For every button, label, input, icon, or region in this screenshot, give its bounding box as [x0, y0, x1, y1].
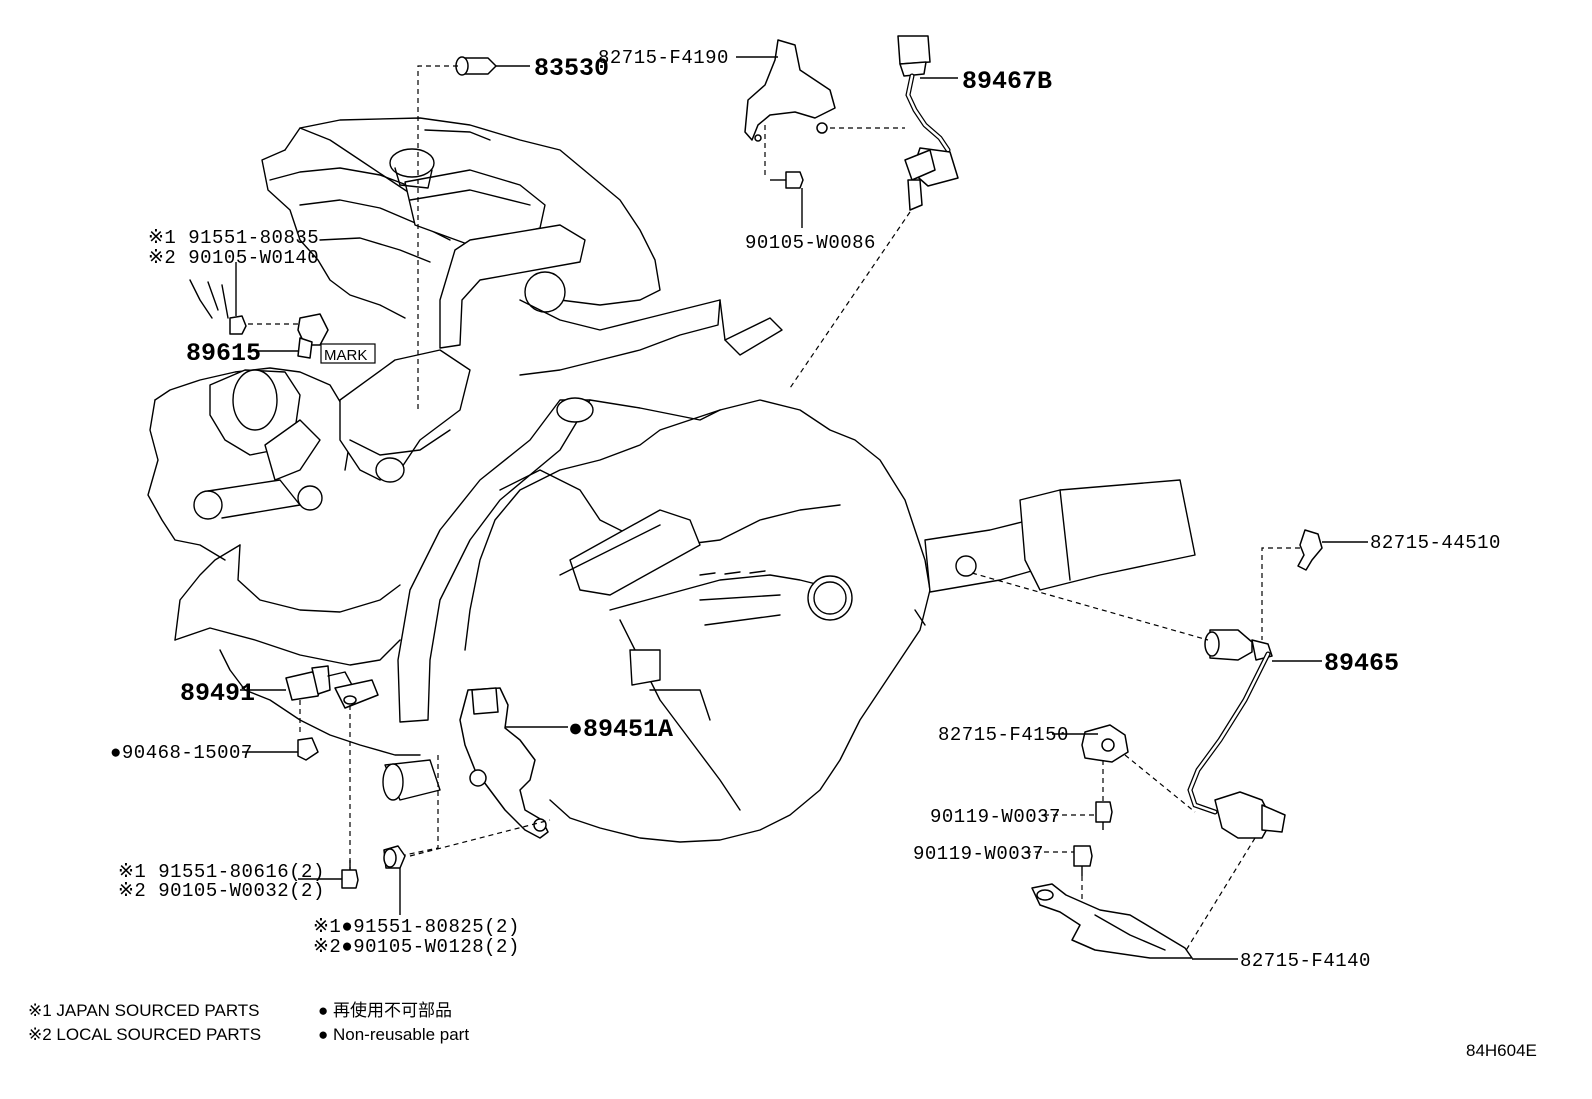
- speed-sensor-89491: [240, 665, 379, 870]
- part-number-91551-80835: ※1 91551-80835: [148, 227, 319, 249]
- oil-pressure-switch-83530: [417, 56, 530, 412]
- oxygen-sensor-89465: [971, 572, 1322, 953]
- bracket-82715-F4140: [1031, 883, 1238, 960]
- part-number-91551-80825: ※1●91551-80825(2): [313, 916, 520, 938]
- part-number-83530: 83530: [534, 54, 609, 83]
- legend-non-reusable-en: ● Non-reusable part: [318, 1025, 469, 1044]
- bolt-90105-W0086: [764, 125, 804, 228]
- bolt-91551-80825: [383, 845, 406, 915]
- bolt-91551-80616: [298, 860, 359, 889]
- part-number-89465: 89465: [1324, 649, 1399, 678]
- air-fuel-ratio-sensor-89467B: [789, 35, 959, 389]
- legend-non-reusable-jp: ● 再使用不可部品: [318, 1000, 452, 1020]
- part-number-82715-44510: 82715-44510: [1370, 532, 1501, 554]
- part-number-82715-F4150: 82715-F4150: [938, 724, 1069, 746]
- part-number-89451A: ●89451A: [568, 715, 673, 744]
- part-number-90105-W0128: ※2●90105-W0128(2): [313, 936, 520, 958]
- engine-assembly-drawing: [147, 117, 1196, 843]
- part-number-89615: 89615: [186, 339, 261, 368]
- part-number-89491: 89491: [180, 679, 255, 708]
- part-number-91551-80616: ※1 91551-80616(2): [118, 861, 325, 883]
- part-number-90468-15007: ●90468-15007: [110, 742, 253, 764]
- part-number-90105-W0086: 90105-W0086: [745, 232, 876, 254]
- legend-local-sourced: ※2 LOCAL SOURCED PARTS: [28, 1025, 261, 1044]
- mark-label: MARK: [324, 347, 367, 364]
- clip-82715-44510: [1261, 529, 1368, 640]
- part-number-90119-W0037-b: 90119-W0037: [913, 843, 1044, 865]
- bracket-82715-F4190: [736, 39, 905, 142]
- part-number-90105-W0032: ※2 90105-W0032(2): [118, 880, 325, 902]
- part-number-90119-W0037-a: 90119-W0037: [930, 806, 1061, 828]
- part-number-82715-F4190: 82715-F4190: [598, 47, 729, 69]
- clip-90468-15007: [242, 737, 319, 761]
- legend-japan-sourced: ※1 JAPAN SOURCED PARTS: [28, 1001, 260, 1020]
- bracket-82715-F4150: [1052, 724, 1196, 813]
- knock-sensor-89615: [189, 262, 376, 364]
- neutral-start-switch-89451A: [399, 687, 568, 857]
- part-number-82715-F4140: 82715-F4140: [1240, 950, 1371, 972]
- diagram-code: 84H604E: [1466, 1041, 1537, 1060]
- part-number-90105-W0140: ※2 90105-W0140: [148, 247, 319, 269]
- bolt-90119-W0037-a: [1044, 801, 1113, 830]
- mark-box: [320, 343, 376, 364]
- part-number-89467B: 89467B: [962, 67, 1052, 96]
